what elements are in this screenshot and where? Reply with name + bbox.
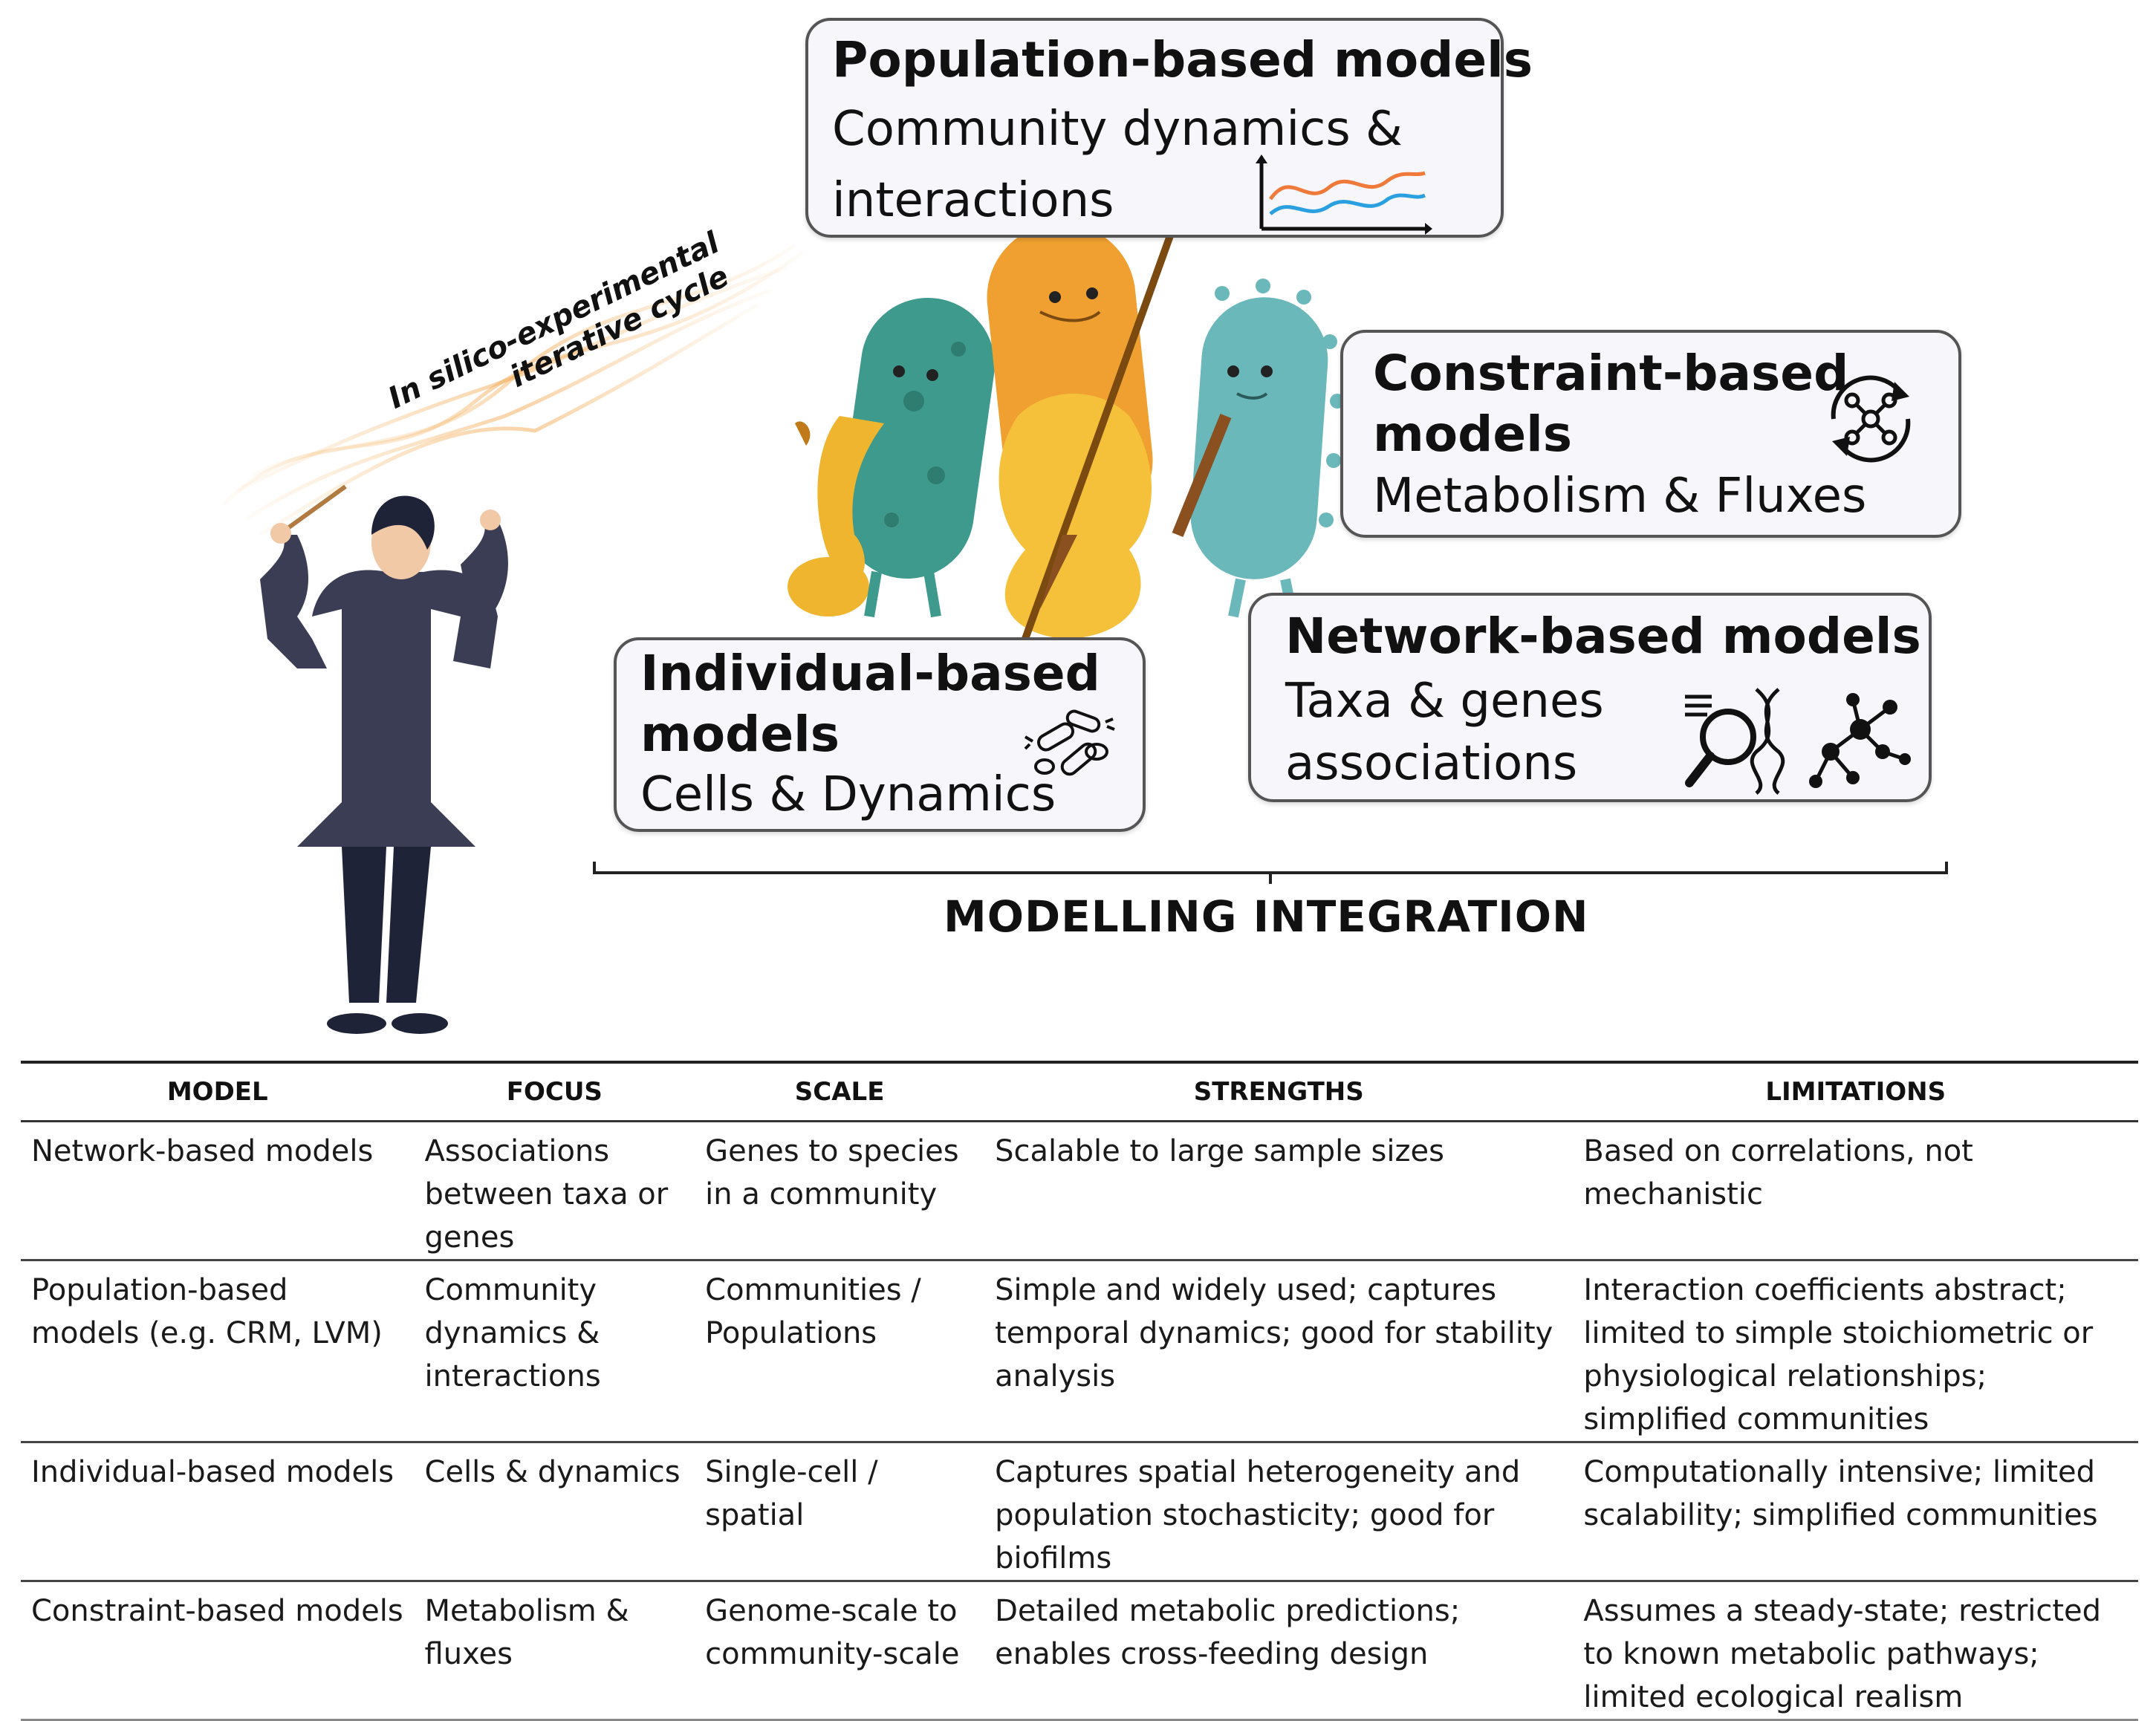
population-box-subtitle-2: interactions: [832, 173, 1114, 228]
header-focus: FOCUS: [414, 1061, 695, 1122]
bacterium-saxophone: [788, 297, 995, 618]
network-box-subtitle-2: associations: [1285, 736, 1578, 791]
magnifier-dna-icon: [1685, 688, 1785, 795]
constraint-box-subtitle: Metabolism & Fluxes: [1373, 469, 1867, 524]
conductor-figure: [260, 484, 508, 1034]
cells-icon: [1024, 709, 1115, 776]
cell-focus: Metabolism & fluxes: [414, 1581, 695, 1721]
bacterium-flute: [1172, 279, 1345, 618]
constraint-box-title-1: Constraint-based: [1373, 345, 1849, 402]
cycle-ribbons: [221, 243, 804, 537]
cell-focus: Community dynamics & interactions: [414, 1260, 695, 1443]
cell-scale: Communities / Populations: [695, 1260, 985, 1443]
table-row: Constraint-based models Metabolism & flu…: [21, 1581, 2138, 1721]
cell-model: Population-based models (e.g. CRM, LVM): [21, 1260, 415, 1443]
cell-limitations: Based on correlations, not mechanistic: [1573, 1121, 2138, 1261]
population-box-subtitle-1: Community dynamics &: [832, 102, 1403, 157]
constraint-based-box: Constraint-based models Metabolism & Flu…: [1340, 330, 1961, 538]
cell-model: Constraint-based models: [21, 1581, 415, 1721]
cell-strengths: Captures spatial heterogeneity and popul…: [984, 1442, 1574, 1582]
individual-based-box: Individual-based models Cells & Dynamics: [614, 637, 1146, 832]
model-comparison-table: MODEL FOCUS SCALE STRENGTHS LIMITATIONS …: [21, 1061, 2138, 1721]
cell-scale: Genome-scale to community-scale: [695, 1581, 985, 1721]
table-row: Network-based models Associations betwee…: [21, 1121, 2138, 1261]
modelling-integration-label: MODELLING INTEGRATION: [944, 891, 1589, 942]
line-chart-icon: [1256, 154, 1432, 235]
header-limitations: LIMITATIONS: [1573, 1061, 2138, 1122]
header-model: MODEL: [21, 1061, 415, 1122]
cell-limitations: Computationally intensive; limited scala…: [1573, 1442, 2138, 1582]
network-icon: [1809, 693, 1911, 788]
table-row: Population-based models (e.g. CRM, LVM) …: [21, 1260, 2138, 1443]
cell-limitations: Interaction coefficients abstract; limit…: [1573, 1260, 2138, 1443]
cell-focus: Cells & dynamics: [414, 1442, 695, 1582]
cell-scale: Genes to species in a community: [695, 1121, 985, 1261]
cell-scale: Single-cell / spatial: [695, 1442, 985, 1582]
constraint-box-title-2: models: [1373, 406, 1573, 463]
header-strengths: STRENGTHS: [984, 1061, 1574, 1122]
table-header-row: MODEL FOCUS SCALE STRENGTHS LIMITATIONS: [21, 1061, 2138, 1122]
cell-strengths: Detailed metabolic predictions; enables …: [984, 1581, 1574, 1721]
network-box-title: Network-based models: [1285, 608, 1921, 665]
illustration: [221, 152, 1948, 1034]
cell-model: Individual-based models: [21, 1442, 415, 1582]
individual-box-subtitle: Cells & Dynamics: [640, 767, 1056, 822]
bacterium-double-bass: [987, 152, 1208, 640]
cell-model: Network-based models: [21, 1121, 415, 1261]
cell-strengths: Scalable to large sample sizes: [984, 1121, 1574, 1261]
cell-strengths: Simple and widely used; captures tempora…: [984, 1260, 1574, 1443]
population-based-box: Population-based models Community dynami…: [805, 18, 1533, 238]
network-box-subtitle-1: Taxa & genes: [1285, 674, 1604, 729]
header-scale: SCALE: [695, 1061, 985, 1122]
metabolic-cycle-icon: [1831, 375, 1911, 463]
table-row: Individual-based models Cells & dynamics…: [21, 1442, 2138, 1582]
population-box-title: Population-based models: [832, 31, 1533, 88]
cell-focus: Associations between taxa or genes: [414, 1121, 695, 1261]
baton: [277, 484, 347, 537]
cell-limitations: Assumes a steady-state; restricted to kn…: [1573, 1581, 2138, 1721]
individual-box-title-2: models: [640, 706, 840, 763]
integration-bracket: [593, 862, 1948, 884]
individual-box-title-1: Individual-based: [640, 645, 1100, 702]
network-based-box: Network-based models Taxa & genes associ…: [1248, 593, 1932, 802]
